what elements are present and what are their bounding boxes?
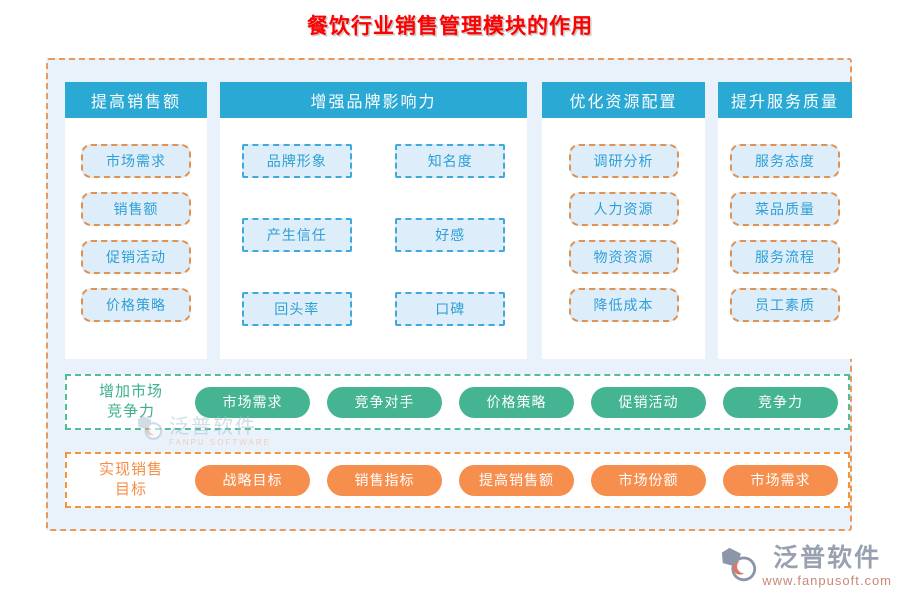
item-research-analysis: 调研分析 [568,144,679,178]
item-service-process: 服务流程 [730,240,840,274]
pill-market-share: 市场份额 [591,464,706,496]
column-service-quality: 提升服务质量 服务态度 菜品质量 服务流程 员工素质 [718,82,852,359]
pill-market-demand: 市场需求 [723,464,838,496]
band-pills: 战略目标 销售指标 提高销售额 市场份额 市场需求 [195,464,848,496]
footer-text: 泛普软件 www.fanpusoft.com [762,544,892,588]
footer-brand-block: 泛普软件 www.fanpusoft.com [718,546,892,591]
fanpu-logo-icon [718,546,760,591]
column-increase-sales: 提高销售额 市场需求 销售额 促销活动 价格策略 [65,82,207,359]
item-build-trust: 产生信任 [241,218,352,252]
column-items: 调研分析 人力资源 物资资源 降低成本 [542,118,705,322]
band-label-line2: 竞争力 [106,403,155,420]
pill-increase-sales: 提高销售额 [459,464,574,496]
item-sales-amount: 销售额 [81,192,191,226]
band-label-line1: 实现销售 [98,461,163,478]
footer-url: www.fanpusoft.com [762,573,892,588]
item-repeat-rate: 回头率 [241,292,352,326]
column-header-service-quality: 提升服务质量 [718,82,852,118]
page-title: 餐饮行业销售管理模块的作用 [307,15,593,38]
item-brand-image: 品牌形象 [241,144,352,178]
band-pills: 市场需求 竞争对手 价格策略 促销活动 竞争力 [195,386,848,418]
item-cost-reduction: 降低成本 [568,288,679,322]
column-header-increase-sales: 提高销售额 [65,82,207,118]
band-label-market-competitiveness: 增加市场 竞争力 [67,382,195,422]
column-items: 服务态度 菜品质量 服务流程 员工素质 [718,118,852,322]
item-pricing-strategy: 价格策略 [81,288,191,322]
item-awareness: 知名度 [395,144,506,178]
column-resource-allocation: 优化资源配置 调研分析 人力资源 物资资源 降低成本 [542,82,705,359]
pill-strategic-goals: 战略目标 [195,464,310,496]
diagram-frame: 提高销售额 市场需求 销售额 促销活动 价格策略 增强品牌影响力 品牌形象 知名… [46,58,852,531]
column-header-brand-influence: 增强品牌影响力 [220,82,527,118]
pill-competitors: 竞争对手 [327,386,442,418]
item-service-attitude: 服务态度 [730,144,840,178]
item-human-resources: 人力资源 [568,192,679,226]
footer-brand-name: 泛普软件 [773,544,882,572]
pill-market-demand: 市场需求 [195,386,310,418]
item-staff-quality: 员工素质 [730,288,840,322]
pill-competitiveness: 竞争力 [723,386,838,418]
item-market-demand: 市场需求 [81,144,191,178]
column-items: 品牌形象 知名度 产生信任 好感 回头率 口碑 [220,118,527,326]
band-label-sales-goals: 实现销售 目标 [67,460,195,500]
band-label-line1: 增加市场 [98,383,163,400]
column-header-resource-allocation: 优化资源配置 [542,82,705,118]
column-brand-influence: 增强品牌影响力 品牌形象 知名度 产生信任 好感 回头率 口碑 [220,82,527,359]
band-market-competitiveness: 增加市场 竞争力 市场需求 竞争对手 价格策略 促销活动 竞争力 [65,374,850,430]
pill-pricing-strategy: 价格策略 [459,386,574,418]
item-material-resources: 物资资源 [568,240,679,274]
item-goodwill: 好感 [395,218,506,252]
item-word-of-mouth: 口碑 [395,292,506,326]
band-label-line2: 目标 [114,481,147,498]
item-dish-quality: 菜品质量 [730,192,840,226]
band-sales-goals: 实现销售 目标 战略目标 销售指标 提高销售额 市场份额 市场需求 [65,452,850,508]
column-items: 市场需求 销售额 促销活动 价格策略 [65,118,207,322]
item-promotions: 促销活动 [81,240,191,274]
pill-promotions: 促销活动 [591,386,706,418]
pill-sales-targets: 销售指标 [327,464,442,496]
